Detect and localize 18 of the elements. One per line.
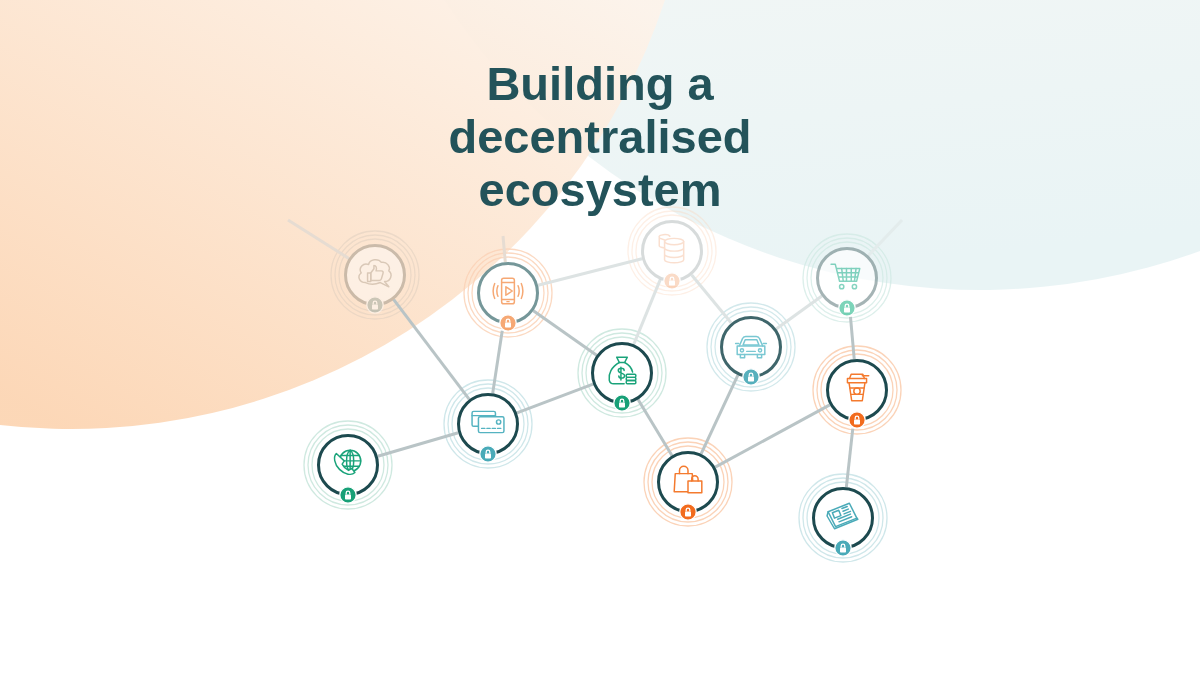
connector-line (775, 294, 823, 331)
connector-line (491, 330, 504, 394)
connector-line (532, 309, 598, 357)
connector-line (392, 298, 471, 401)
connector-line (516, 382, 594, 415)
connector-line (632, 279, 662, 345)
connector-line (636, 398, 674, 457)
connector-line (714, 403, 831, 469)
diagram-title: Building a decentralised ecosystem (447, 57, 753, 216)
connector-line (501, 235, 507, 263)
connector-line (699, 374, 740, 455)
connector-line (537, 257, 643, 287)
connector-line (848, 316, 856, 360)
connector-line (287, 218, 350, 260)
connector-line (867, 218, 904, 257)
connector-line (690, 274, 733, 324)
connector-line (844, 428, 855, 488)
connector-line (377, 431, 459, 458)
